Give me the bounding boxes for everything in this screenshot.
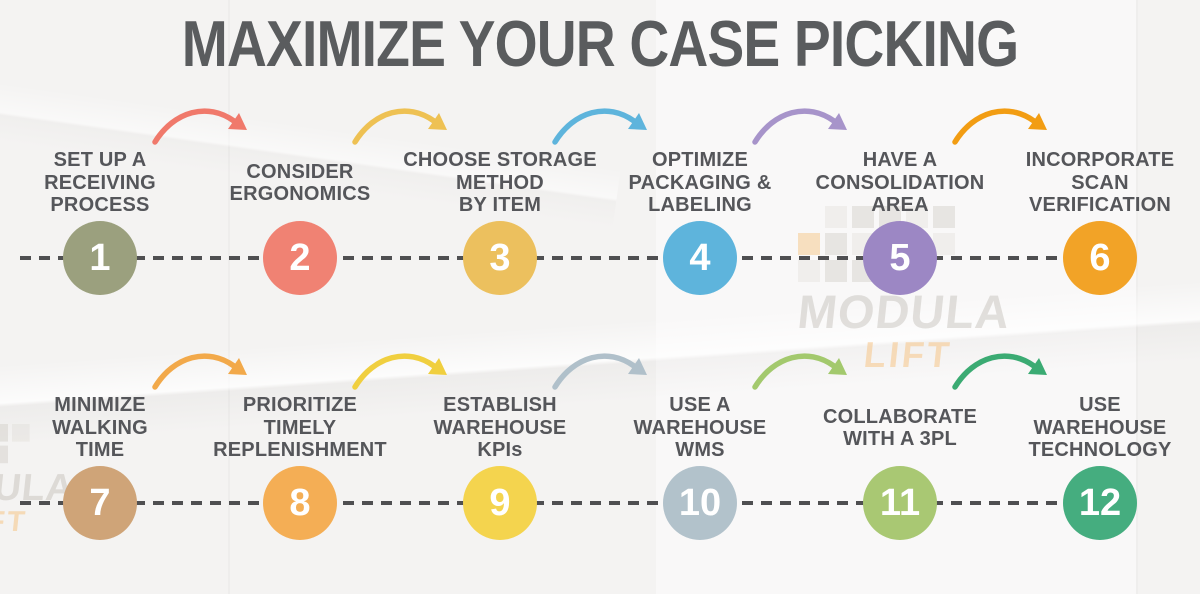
curved-arrow-icon xyxy=(952,353,1047,390)
step-number: 7 xyxy=(89,482,111,524)
step-circle: 8 xyxy=(263,466,337,540)
step-circle: 5 xyxy=(863,221,937,295)
step-circle: 2 xyxy=(263,221,337,295)
step-number: 12 xyxy=(1078,482,1122,524)
curved-arrow-icon xyxy=(352,108,447,145)
step-number: 5 xyxy=(889,237,911,279)
curved-arrow-icon xyxy=(552,108,647,145)
step-label: INCORPORATE SCAN VERIFICATION xyxy=(1025,149,1175,217)
page-title: MAXIMIZE YOUR CASE PICKING xyxy=(181,7,1019,80)
step-circle: 1 xyxy=(63,221,137,295)
curved-arrow-icon xyxy=(152,108,247,145)
curved-arrow-icon xyxy=(752,108,847,145)
step-circle: 4 xyxy=(663,221,737,295)
step-circle: 11 xyxy=(863,466,937,540)
step-number: 1 xyxy=(89,237,111,279)
curved-arrow-icon xyxy=(952,108,1047,145)
curved-arrow-icon xyxy=(552,353,647,390)
step-number: 4 xyxy=(689,237,711,279)
curved-arrow-icon xyxy=(152,353,247,390)
step-number: 10 xyxy=(678,482,722,524)
step-number: 3 xyxy=(489,237,511,279)
step-number: 2 xyxy=(289,237,311,279)
dashed-connector xyxy=(20,501,1108,505)
step-circle: 9 xyxy=(463,466,537,540)
step-circle: 7 xyxy=(63,466,137,540)
dashed-connector xyxy=(20,256,1108,260)
step-label: USE WAREHOUSE TECHNOLOGY xyxy=(1028,394,1172,462)
step-number: 8 xyxy=(289,482,311,524)
step-label: COLLABORATE WITH A 3PL xyxy=(822,405,978,450)
step-label: CONSIDER ERGONOMICS xyxy=(229,160,371,205)
step-number: 6 xyxy=(1089,237,1111,279)
step-label: SET UP A RECEIVING PROCESS xyxy=(44,149,156,217)
step-circle: 10 xyxy=(663,466,737,540)
step-label: PRIORITIZE TIMELY REPLENISHMENT xyxy=(213,394,387,462)
step-label: MINIMIZE WALKING TIME xyxy=(52,394,148,462)
step-label: ESTABLISH WAREHOUSE KPIs xyxy=(433,394,567,462)
step-circle: 6 xyxy=(1063,221,1137,295)
step-number: 9 xyxy=(489,482,511,524)
step-label: CHOOSE STORAGE METHOD BY ITEM xyxy=(403,149,597,217)
step-circle: 12 xyxy=(1063,466,1137,540)
curved-arrow-icon xyxy=(352,353,447,390)
step-number: 11 xyxy=(879,482,921,524)
curved-arrow-icon xyxy=(752,353,847,390)
step-label: HAVE A CONSOLIDATION AREA xyxy=(815,149,985,217)
step-label: USE A WAREHOUSE WMS xyxy=(633,394,767,462)
step-circle: 3 xyxy=(463,221,537,295)
step-label: OPTIMIZE PACKAGING & LABELING xyxy=(628,149,772,217)
